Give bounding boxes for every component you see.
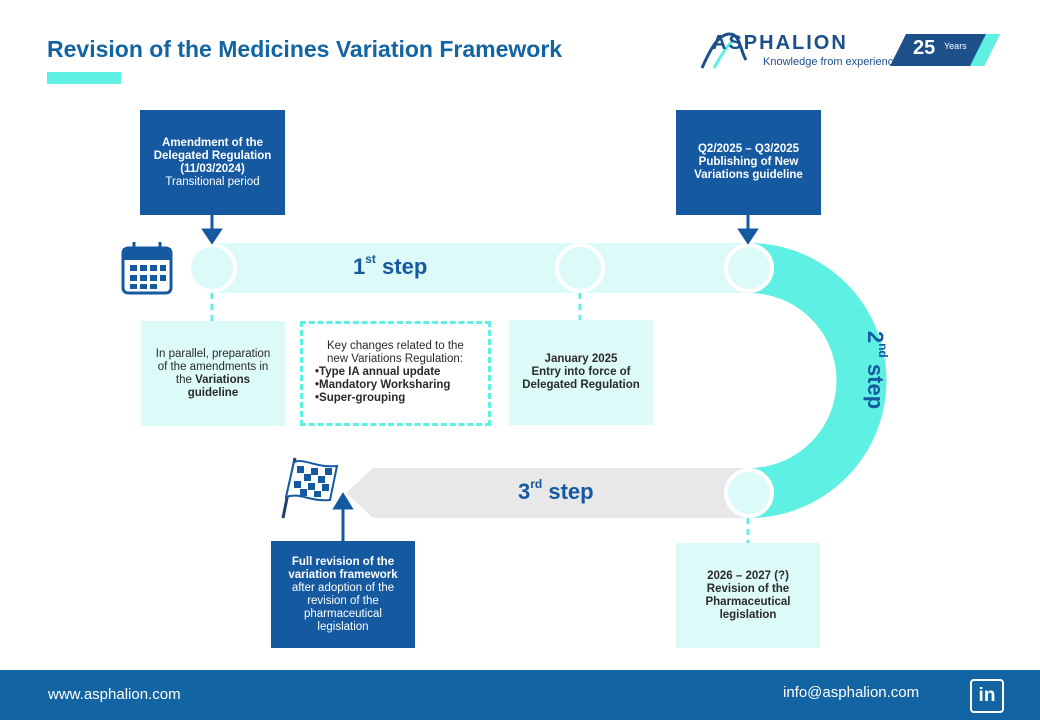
full-revision-box: Full revision of the variation framework… [271, 541, 415, 648]
step-2-label: 2nd step [862, 330, 891, 410]
milestone-circle-1 [187, 243, 237, 293]
footer-bar [0, 670, 1040, 720]
full-revision-line: revision of the [307, 594, 379, 607]
step-3-word: step [548, 479, 594, 504]
entry-line: Delegated Regulation [522, 379, 640, 391]
full-revision-line: after adoption of the [291, 581, 395, 594]
guideline-line: Publishing of New [698, 156, 799, 168]
amendment-box: Amendment of the Delegated Regulation (1… [140, 110, 285, 215]
step-2-suffix: nd [876, 343, 891, 358]
finish-flag-icon [281, 457, 339, 519]
pharma-line: Pharmaceutical [705, 595, 791, 608]
title-underline [47, 72, 121, 84]
key-changes-list: •Type IA annual update •Mandatory Worksh… [315, 366, 480, 405]
step-2-word: step [863, 363, 889, 410]
guideline-line: Variations guideline [694, 169, 803, 181]
timeline-road [121, 215, 887, 543]
logo-wordmark: ASPHALION [712, 32, 848, 54]
email-link[interactable]: info@asphalion.com [783, 684, 920, 701]
full-revision-line: legislation [317, 620, 369, 633]
company-logo [700, 32, 1000, 69]
arrow-down-icon [201, 215, 223, 245]
step-2-number: 2 [863, 330, 889, 344]
step-1-suffix: st [365, 252, 376, 266]
full-revision-line: pharmaceutical [304, 607, 382, 620]
step-2-curve [749, 243, 887, 518]
guideline-publishing-box: Q2/2025 – Q3/2025 Publishing of New Vari… [676, 110, 821, 215]
website-link[interactable]: www.asphalion.com [48, 686, 181, 703]
parallel-preparation-box: In parallel, preparation of the amendmen… [141, 321, 285, 426]
logo-mark-icon [700, 32, 748, 69]
milestone-circle-4 [724, 468, 774, 518]
arrow-down-icon [737, 215, 759, 245]
parallel-line: In parallel, preparation [155, 347, 271, 360]
key-intro-line: Key changes related to the [327, 340, 464, 352]
key-intro-line: new Variations Regulation: [327, 353, 463, 365]
key-changes-box: Key changes related to the new Variation… [300, 321, 491, 426]
key-change-item: •Type IA annual update [315, 366, 441, 378]
step-1-label: 1st step [353, 252, 428, 280]
guideline-line: Q2/2025 – Q3/2025 [697, 143, 800, 155]
linkedin-icon[interactable]: in [970, 679, 1004, 713]
anniversary-stripe [970, 34, 1000, 66]
anniversary-word: Years [944, 41, 967, 51]
pharma-line: legislation [719, 608, 777, 621]
key-change-item: •Mandatory Worksharing [315, 379, 451, 391]
logo-tagline: Knowledge from experience [763, 56, 900, 68]
arrow-up-icon [332, 492, 354, 541]
step-1-word: step [382, 254, 428, 279]
key-change-item: •Super-grouping [315, 392, 406, 404]
milestone-circle-2 [555, 243, 605, 293]
parallel-line: of the amendments in [157, 360, 269, 373]
pharma-line: Revision of the [706, 582, 790, 595]
parallel-prefix: the [175, 373, 196, 386]
amendment-title-line: Amendment of the [162, 136, 263, 149]
full-revision-title: Full revision of the [291, 555, 395, 568]
step-1-number: 1 [353, 254, 366, 279]
amendment-subtitle: Transitional period [165, 175, 260, 188]
amendment-title-line: (11/03/2024) [180, 162, 245, 175]
step-3-label: 3rd step [518, 477, 594, 505]
entry-line: January 2025 [544, 353, 618, 365]
entry-into-force-box: January 2025 Entry into force of Delegat… [509, 320, 653, 425]
anniversary-badge [890, 34, 1000, 66]
calendar-icon [121, 242, 173, 295]
pharma-revision-box: 2026 – 2027 (?) Revision of the Pharmace… [676, 543, 820, 648]
parallel-bold-2: guideline [187, 386, 239, 399]
pharma-line: 2026 – 2027 (?) [707, 569, 789, 582]
parallel-line-3: the Variations [176, 374, 250, 387]
parallel-bold: Variations [195, 373, 251, 386]
milestone-circle-3 [724, 243, 774, 293]
key-changes-intro: Key changes related to the new Variation… [315, 340, 480, 366]
entry-line: Entry into force of [531, 366, 631, 378]
step-1-band [212, 243, 749, 293]
amendment-title-line: Delegated Regulation [153, 149, 272, 162]
full-revision-title: variation framework [288, 568, 398, 581]
step-3-arrow [346, 468, 749, 518]
step-3-number: 3 [518, 479, 531, 504]
page-title: Revision of the Medicines Variation Fram… [47, 36, 563, 62]
step-3-suffix: rd [530, 477, 543, 491]
anniversary-number: 25 [913, 37, 936, 59]
